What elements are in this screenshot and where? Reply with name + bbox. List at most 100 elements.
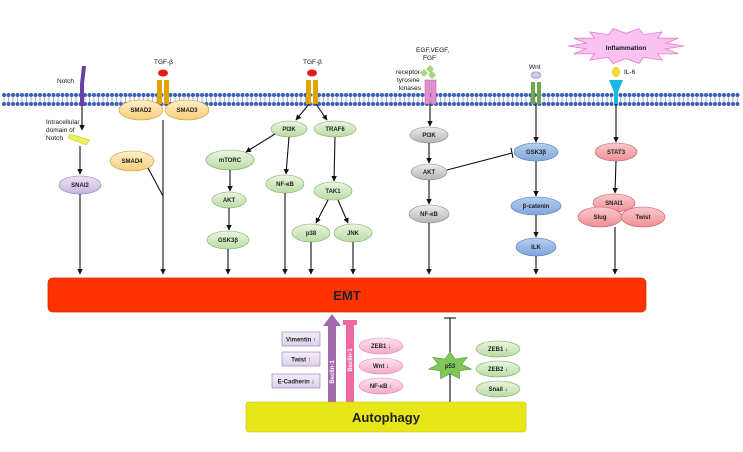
lipid	[119, 93, 123, 106]
beclin-pink-inhibit: Beclin-1	[343, 320, 357, 402]
svg-text:PI3K: PI3K	[422, 133, 436, 139]
rtk-label: receptor tyrosine kinases	[396, 69, 422, 92]
svg-text:Vimentin ↑: Vimentin ↑	[286, 338, 316, 344]
lipid	[438, 93, 443, 106]
tgfb-right-label: TGF-β	[303, 59, 322, 66]
traf6-node: TRAF6	[313, 120, 357, 138]
inflammation-burst	[567, 28, 685, 64]
nfkb-right-node: NF-κB	[408, 204, 450, 224]
lipid	[222, 93, 227, 106]
slug-node: Slug	[577, 206, 623, 228]
svg-text:kinases: kinases	[399, 85, 422, 92]
lipid	[465, 93, 470, 106]
lipid	[659, 93, 663, 106]
lipid	[699, 93, 704, 106]
lipid	[560, 93, 564, 106]
lipid	[74, 93, 78, 106]
stat3-node: STAT3	[594, 142, 638, 162]
lipid	[722, 93, 726, 106]
ilk-node: ILK	[515, 237, 557, 257]
lipid	[263, 93, 267, 106]
lipid	[645, 93, 650, 106]
lipid	[672, 93, 677, 106]
cell-membrane	[2, 93, 740, 106]
svg-text:FGF: FGF	[423, 55, 436, 62]
lipid	[330, 93, 335, 106]
svg-text:NF-κB: NF-κB	[276, 182, 294, 188]
svg-text:TAK1: TAK1	[325, 189, 341, 195]
lipid	[713, 93, 717, 106]
svg-text:GSK3β: GSK3β	[526, 150, 546, 156]
lipid	[695, 93, 699, 106]
lipid	[254, 93, 258, 106]
emt-bar: EMT	[47, 277, 647, 313]
pi3k-left-node: PI3K	[270, 120, 308, 138]
lipid	[510, 93, 515, 106]
lipid	[258, 93, 263, 106]
lipid	[663, 93, 668, 106]
lipid	[344, 93, 348, 106]
lipid	[731, 93, 735, 106]
lipid	[416, 93, 420, 106]
marker-left-0: Vimentin ↑	[281, 331, 321, 347]
svg-text:Notch: Notch	[46, 135, 63, 142]
lipid	[38, 93, 42, 106]
wnt-label: Wnt	[529, 64, 541, 71]
lipid	[609, 93, 614, 106]
pathway-nodes: SMAD2 SMAD3 SMAD4 SNAI2 PI3K TRAF6 mTORC	[58, 99, 666, 257]
svg-text:Beclin-1: Beclin-1	[330, 360, 336, 384]
lipid	[596, 93, 600, 106]
lipid	[42, 93, 47, 106]
rtk-receptor	[424, 79, 437, 105]
lipid	[393, 93, 398, 106]
svg-text:p53: p53	[445, 364, 456, 370]
svg-text:Twist: Twist	[636, 215, 651, 221]
lipid	[87, 93, 92, 106]
lipid	[231, 93, 236, 106]
lipid	[15, 93, 20, 106]
lipid	[281, 93, 285, 106]
lipid	[681, 93, 686, 106]
lipid	[362, 93, 366, 106]
svg-text:p38: p38	[306, 231, 317, 237]
il6-ligand	[612, 67, 620, 77]
lipid	[384, 93, 389, 106]
lipid	[461, 93, 465, 106]
lipid	[290, 93, 294, 106]
beta-catenin-node: β-catenin	[510, 196, 562, 216]
emt-label: EMT	[333, 288, 361, 303]
svg-text:Slug: Slug	[594, 215, 607, 221]
marker-left-1: Twist ↑	[281, 351, 321, 367]
lipid	[213, 93, 218, 106]
lipid	[24, 93, 29, 106]
lipid	[506, 93, 510, 106]
growth-factor-ligands	[420, 65, 436, 79]
svg-text:NF-κB: NF-κB	[420, 212, 438, 218]
svg-text:receptor: receptor	[396, 69, 421, 76]
svg-text:SMAD4: SMAD4	[121, 159, 143, 165]
lipid	[375, 93, 380, 106]
lipid	[447, 93, 452, 106]
marker-green-1: ZEB2 ↓	[475, 360, 521, 378]
lipid	[488, 93, 492, 106]
svg-text:E-Cadherin ↓: E-Cadherin ↓	[278, 380, 315, 386]
tgfb-left-receptor	[157, 80, 169, 104]
inflammation-label: Inflammation	[606, 45, 646, 52]
markers-green: ZEB1 ↓ZEB2 ↓Snail ↓	[475, 340, 521, 398]
lipid	[704, 93, 708, 106]
tgfb-left-ligand	[158, 69, 168, 77]
lipid	[60, 93, 65, 106]
notch-receptor	[80, 66, 86, 106]
notch-label: Notch	[57, 78, 74, 85]
lipid	[20, 93, 24, 106]
marker-pink-2: NF-κB ↓	[358, 377, 404, 395]
tgfb-left-label: TGF-β	[154, 59, 173, 66]
lipid	[618, 93, 623, 106]
lipid	[443, 93, 447, 106]
lipid	[524, 93, 528, 106]
lipid	[551, 93, 555, 106]
svg-text:β-catenin: β-catenin	[523, 204, 550, 210]
svg-text:STAT3: STAT3	[607, 150, 626, 156]
lipid	[398, 93, 402, 106]
